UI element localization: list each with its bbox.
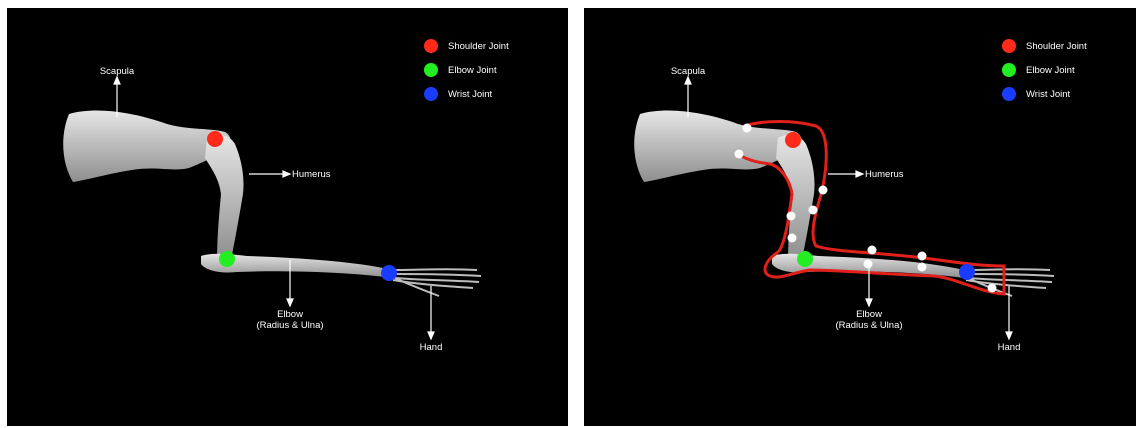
legend-label-shoulder: Shoulder Joint (448, 41, 509, 52)
legend-swatch-shoulder (424, 39, 438, 53)
landmark-point (743, 124, 752, 133)
landmark-point (819, 186, 828, 195)
landmark-point (868, 246, 877, 255)
hand-bones (391, 269, 481, 296)
hand-label: Hand (407, 342, 455, 353)
legend-label-elbow: Elbow Joint (1026, 65, 1075, 76)
landmark-point (788, 234, 797, 243)
shoulder-joint-marker (785, 132, 801, 148)
landmark-point (809, 206, 818, 215)
elbow-label-line1: Elbow (819, 309, 919, 320)
legend-swatch-elbow (1002, 63, 1016, 77)
legend-label-shoulder: Shoulder Joint (1026, 41, 1087, 52)
elbow-label-line1: Elbow (240, 309, 340, 320)
landmark-point (864, 260, 873, 269)
elbow-label-line2: (Radius & Ulna) (240, 320, 340, 331)
humerus-label: Humerus (292, 169, 331, 180)
legend-label-wrist: Wrist Joint (448, 89, 492, 100)
scapula-label: Scapula (90, 66, 144, 77)
diagram-panel-joints: Scapula Humerus Elbow (Radius & Ulna) Ha… (7, 8, 568, 426)
elbow-joint-marker (219, 251, 235, 267)
wrist-joint-marker (959, 264, 975, 280)
legend-swatch-wrist (1002, 87, 1016, 101)
scapula-label: Scapula (661, 66, 715, 77)
landmark-point (988, 284, 997, 293)
humerus-bone (205, 135, 244, 260)
landmark-point (787, 212, 796, 221)
legend-swatch-wrist (424, 87, 438, 101)
legend-label-wrist: Wrist Joint (1026, 89, 1070, 100)
diagram-panel-outline: Scapula Humerus Elbow (Radius & Ulna) Ha… (584, 8, 1136, 426)
shoulder-joint-marker (207, 131, 223, 147)
landmark-point (918, 263, 927, 272)
humerus-label: Humerus (865, 169, 904, 180)
scapula-bone (63, 111, 230, 182)
wrist-joint-marker (381, 265, 397, 281)
elbow-joint-marker (797, 251, 813, 267)
landmark-point (735, 150, 744, 159)
hand-label: Hand (985, 342, 1033, 353)
legend-swatch-shoulder (1002, 39, 1016, 53)
elbow-label-line2: (Radius & Ulna) (819, 320, 919, 331)
landmark-point (918, 252, 927, 261)
legend-swatch-elbow (424, 63, 438, 77)
legend-label-elbow: Elbow Joint (448, 65, 497, 76)
